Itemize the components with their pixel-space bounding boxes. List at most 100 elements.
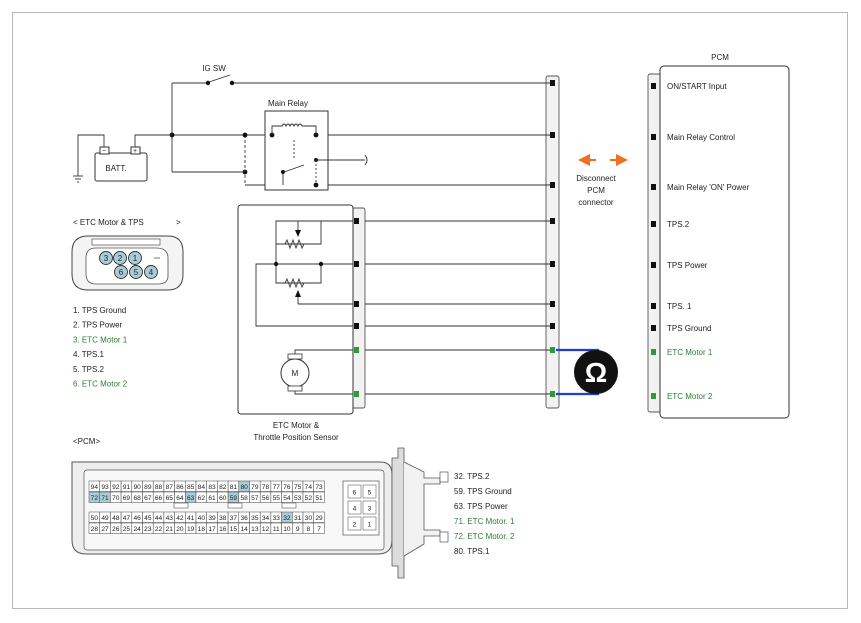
etc-connector-face xyxy=(71,235,184,291)
ig-switch-blade xyxy=(208,74,231,83)
pcm-pin-number: 85 xyxy=(187,484,195,491)
pcm-pin-number: 54 xyxy=(283,495,291,502)
battery-negative: − xyxy=(102,148,106,155)
pcm-pin-number: 63 xyxy=(187,495,195,502)
relay-coil xyxy=(271,123,317,135)
pcm-side-number: 2 xyxy=(353,522,357,529)
pcm-pin-label: TPS Ground xyxy=(667,324,711,333)
pcm-pin-number: 37 xyxy=(230,515,238,522)
pcm-pin-label: ETC Motor 1 xyxy=(667,348,713,357)
pcm-pin-list-item: 80. TPS.1 xyxy=(454,547,490,556)
pcm-pin-marker xyxy=(651,325,656,331)
pcm-pin-number: 61 xyxy=(208,495,216,502)
pcm-side-number: 5 xyxy=(368,490,372,497)
tps-potentiometers xyxy=(255,220,353,327)
relay-switch-blade xyxy=(283,164,305,173)
pcm-pin-number: 25 xyxy=(123,526,131,533)
pcm-pin-number: 27 xyxy=(101,526,109,533)
pcm-pin-number: 93 xyxy=(101,484,109,491)
pcm-pin-number: 74 xyxy=(305,484,313,491)
motor-label: M xyxy=(292,369,299,378)
etc-pin-circle xyxy=(99,251,113,265)
etc-title-line-1: ETC Motor & xyxy=(273,421,320,430)
etc-pin-list-item: 2. TPS Power xyxy=(73,321,123,330)
etc-pin-list-item: 1. TPS Ground xyxy=(73,306,126,315)
pcm-pin-number: 69 xyxy=(123,495,131,502)
pcm-pin-number: 7 xyxy=(317,526,321,533)
pcm-side-cell xyxy=(347,500,362,515)
etc-pin-list-item: 4. TPS.1 xyxy=(73,350,105,359)
pcm-pin-cell xyxy=(313,522,325,534)
pcm-pin-number: 36 xyxy=(240,515,248,522)
pcm-pin-number: 71 xyxy=(101,495,109,502)
etc-pin-list-item: 3. ETC Motor 1 xyxy=(73,335,128,344)
battery-label: BATT. xyxy=(105,164,126,173)
pcm-pin-label: ON/START Input xyxy=(667,82,727,91)
pcm-pin-number: 46 xyxy=(133,515,141,522)
pcm-pin-number: 81 xyxy=(230,484,238,491)
etc-tps-box xyxy=(237,204,354,415)
pcm-pin-list-item: 63. TPS Power xyxy=(454,502,508,511)
battery-positive: + xyxy=(133,148,137,155)
etc-pin-circle xyxy=(113,251,127,265)
pcm-side-cell xyxy=(347,484,362,499)
pcm-pin-number: 87 xyxy=(166,484,174,491)
pcm-pin-number: 38 xyxy=(219,515,227,522)
ohmmeter-icon xyxy=(574,350,618,394)
pcm-pin-number: 22 xyxy=(155,526,163,533)
pcm-pin-number: 88 xyxy=(155,484,163,491)
pcm-pin-label: TPS.2 xyxy=(667,220,690,229)
pcm-side-number: 6 xyxy=(353,490,357,497)
etc-pin-list-item: 6. ETC Motor 2 xyxy=(73,380,128,389)
pcm-side-cell xyxy=(362,500,377,515)
pcm-pin-number: 91 xyxy=(123,484,131,491)
pcm-pin-list-item: 71. ETC Motor. 1 xyxy=(454,517,515,526)
pcm-pin-number: 15 xyxy=(230,526,238,533)
main-relay-box xyxy=(264,110,329,191)
harness-connector xyxy=(545,75,560,409)
etc-pin-number: 4 xyxy=(149,268,154,277)
pcm-pin-number: 17 xyxy=(208,526,216,533)
disconnect-line-2: PCM xyxy=(587,186,605,195)
etc-pin-list: 1. TPS Ground 2. TPS Power 3. ETC Motor 1 4… xyxy=(73,306,128,389)
pcm-pin-marker xyxy=(651,134,656,140)
pcm-pin-number: 64 xyxy=(176,495,184,502)
pcm-pin-number: 29 xyxy=(315,515,323,522)
pcm-side-cell xyxy=(362,484,377,499)
etc-pin-number: 2 xyxy=(118,254,123,263)
pcm-pin-number: 59 xyxy=(230,495,238,502)
disconnect-line-3: connector xyxy=(578,198,613,207)
pcm-pin-number: 40 xyxy=(198,515,206,522)
pcm-pin-number: 23 xyxy=(144,526,152,533)
pcm-pin-number: 11 xyxy=(273,526,280,533)
etc-pin-circle xyxy=(114,265,128,279)
pcm-pin-number: 82 xyxy=(219,484,227,491)
pcm-title: PCM xyxy=(711,53,729,62)
pcm-side-cell xyxy=(347,516,362,531)
pcm-pin-label: TPS. 1 xyxy=(667,302,692,311)
pcm-pin-number: 60 xyxy=(219,495,227,502)
pcm-side-number: 3 xyxy=(368,506,372,513)
pcm-pin-list-item: 59. TPS Ground xyxy=(454,487,512,496)
pcm-pin-number: 84 xyxy=(198,484,206,491)
pcm-pin-label: Main Relay Control xyxy=(667,133,735,142)
motor-icon xyxy=(280,349,353,395)
pcm-pin-label: TPS Power xyxy=(667,261,708,270)
pcm-pin-marker xyxy=(651,221,656,227)
pcm-pin-number: 24 xyxy=(133,526,141,533)
pcm-pin-label: ETC Motor 2 xyxy=(667,392,713,401)
pcm-pin-number: 28 xyxy=(91,526,99,533)
pcm-pin-number: 53 xyxy=(294,495,302,502)
pcm-pin-cell xyxy=(313,480,325,492)
main-relay-label: Main Relay xyxy=(268,99,308,108)
pcm-pin-number: 86 xyxy=(176,484,184,491)
pcm-pin-number: 32 xyxy=(283,515,291,522)
pcm-pin-number: 77 xyxy=(273,484,281,491)
pcm-pin-number: 75 xyxy=(294,484,302,491)
pcm-pin-number: 89 xyxy=(144,484,152,491)
pcm-box xyxy=(659,65,790,419)
pcm-pin-number: 68 xyxy=(133,495,141,502)
